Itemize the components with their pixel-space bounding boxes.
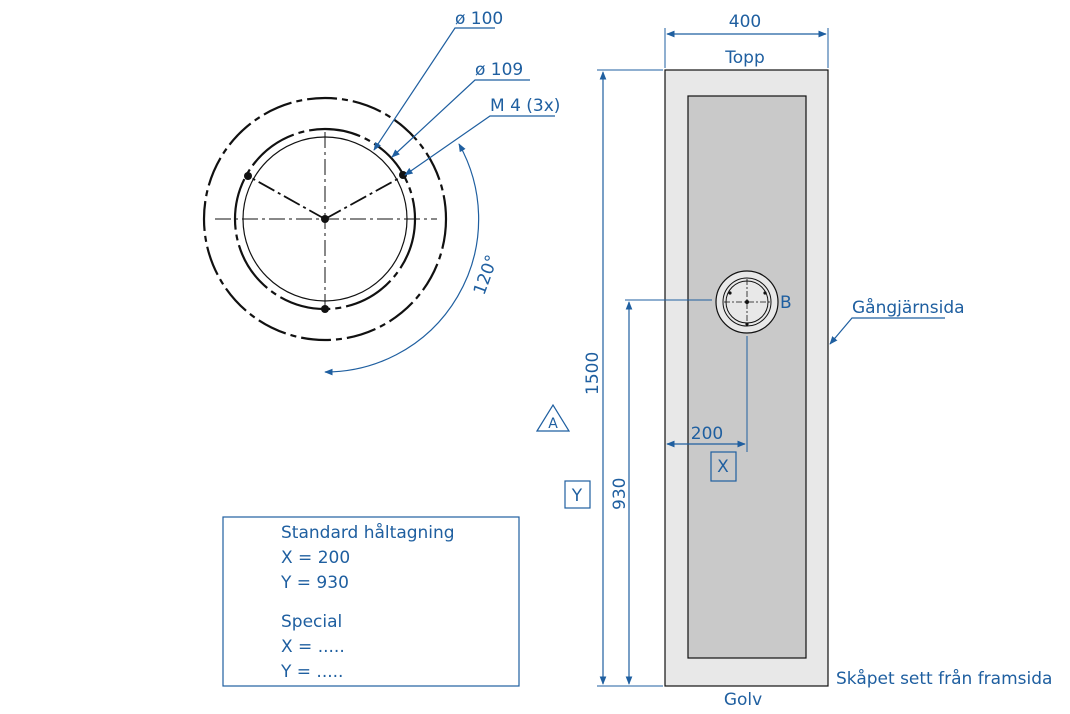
marker-y-box <box>564 480 591 509</box>
hole-detail: ø 100 ø 109 M 4 (3x) 120° <box>202 9 560 376</box>
standard-title: Standard håltagning <box>281 522 455 543</box>
marker-x-box <box>710 451 737 482</box>
label-top: Topp <box>724 48 764 68</box>
special-y: Y = ..... <box>280 662 343 682</box>
hole-b-screw-3 <box>745 322 749 326</box>
info-box-frame <box>222 516 520 687</box>
special-x: X = ..... <box>281 637 345 657</box>
label-height: 1500 <box>583 352 603 395</box>
hole-b-screw-1 <box>728 291 732 295</box>
cabinet-view: B 400 Topp 1500 930 200 X Y A Gångjärnsi… <box>535 12 1052 710</box>
label-m4: M 4 (3x) <box>490 96 560 116</box>
marker-y-text: Y <box>571 486 583 506</box>
spoke-right <box>324 175 404 220</box>
leader-dia-109 <box>391 79 530 158</box>
label-hole-b: B <box>780 293 792 313</box>
center-point <box>321 215 329 223</box>
leader-dia-100 <box>373 27 495 151</box>
label-view-caption: Skåpet sett från framsida <box>836 668 1052 689</box>
label-dia-109: ø 109 <box>475 60 523 80</box>
screw-hole-left <box>244 172 252 180</box>
label-floor: Golv <box>724 690 762 710</box>
marker-a-triangle <box>535 403 571 432</box>
label-x-dim: 200 <box>691 424 723 444</box>
hole-b-screw-2 <box>763 291 767 295</box>
hole-b-center <box>745 300 749 304</box>
hole-b-ring <box>722 277 772 327</box>
label-angle: 120° <box>470 252 503 297</box>
angle-arc-120 <box>324 143 480 376</box>
spoke-left <box>247 175 326 220</box>
marker-a-text: A <box>548 416 558 432</box>
leader-hinge-side <box>829 317 945 345</box>
standard-y: Y = 930 <box>280 573 349 593</box>
screw-hole-bottom <box>321 305 329 313</box>
standard-x: X = 200 <box>281 548 350 568</box>
marker-x-text: X <box>717 457 729 477</box>
info-box: Standard håltagning X = 200 Y = 930 Spec… <box>222 516 520 687</box>
label-hinge-side: Gångjärnsida <box>852 297 965 318</box>
label-dia-100: ø 100 <box>455 9 503 29</box>
label-width: 400 <box>729 12 761 32</box>
label-y-dim: 930 <box>610 478 630 510</box>
special-title: Special <box>281 612 342 632</box>
